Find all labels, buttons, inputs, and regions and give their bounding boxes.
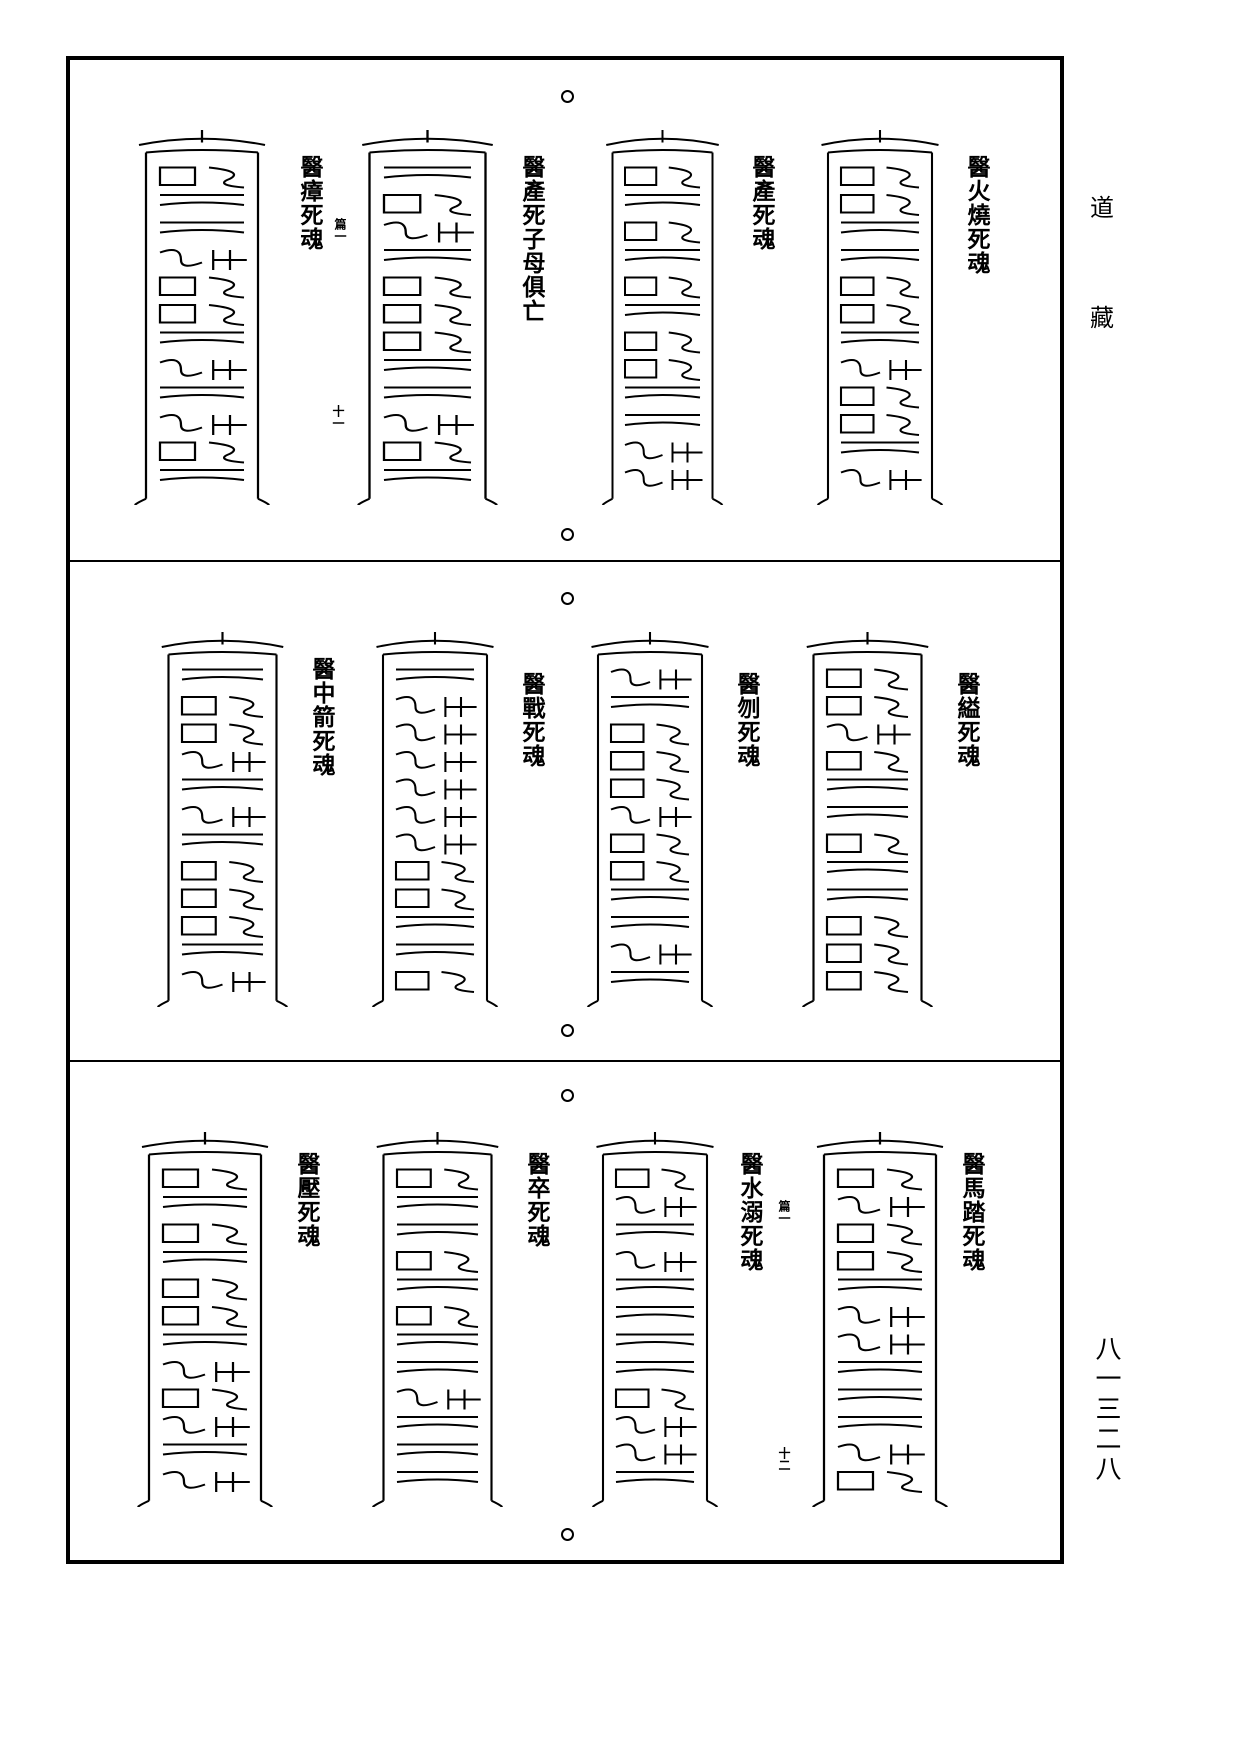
talisman-label: 醫戰死魂	[518, 672, 545, 768]
talisman-drawing	[370, 1132, 505, 1508]
page-frame: 醫火燒死魂 醫產死魂 醫產死子母俱亡 醫瘴死魂 篇一 十一 醫縊死魂 醫刎死魂 …	[66, 56, 1064, 1564]
talisman-drawing	[600, 130, 725, 506]
talisman-number: 十二	[777, 1447, 791, 1471]
talisman-label: 醫中箭死魂	[308, 657, 335, 777]
talisman-label: 醫縊死魂	[953, 672, 980, 768]
talisman-drawing	[355, 130, 500, 506]
circle-mark	[561, 528, 574, 541]
circle-mark	[561, 1528, 574, 1541]
talisman-drawing	[370, 632, 500, 1008]
page-number: 八一三二八	[1091, 1335, 1121, 1485]
margin-title-bottom: 藏	[1090, 304, 1114, 332]
talisman-label: 醫水溺死魂	[736, 1152, 763, 1272]
talisman-drawing	[590, 1132, 720, 1508]
talisman-drawing	[155, 632, 290, 1008]
talisman-drawing	[132, 130, 272, 506]
circle-mark	[561, 90, 574, 103]
talisman-label: 醫產死子母俱亡	[518, 155, 545, 323]
circle-mark	[561, 1024, 574, 1037]
talisman-drawing	[810, 1132, 950, 1508]
talisman-label: 醫馬踏死魂	[958, 1152, 985, 1272]
talisman-label: 醫刎死魂	[733, 672, 760, 768]
talisman-label: 醫火燒死魂	[963, 155, 990, 275]
talisman-label: 醫壓死魂	[293, 1152, 320, 1248]
talisman-note: 篇一	[333, 218, 347, 242]
talisman-note: 篇一	[777, 1200, 791, 1224]
talisman-panel-3: 醫馬踏死魂 醫水溺死魂 醫卒死魂 醫壓死魂 篇一 十二	[70, 1060, 1060, 1562]
talisman-label: 醫卒死魂	[523, 1152, 550, 1248]
talisman-drawing	[135, 1132, 275, 1508]
talisman-label: 醫產死魂	[748, 155, 775, 251]
circle-mark	[561, 592, 574, 605]
talisman-panel-1: 醫火燒死魂 醫產死魂 醫產死子母俱亡 醫瘴死魂 篇一 十一	[70, 60, 1060, 560]
talisman-drawing	[585, 632, 715, 1008]
talisman-label: 醫瘴死魂	[296, 155, 323, 251]
talisman-number: 十一	[331, 405, 345, 429]
talisman-drawing	[815, 130, 945, 506]
talisman-drawing	[800, 632, 935, 1008]
circle-mark	[561, 1089, 574, 1102]
talisman-panel-2: 醫縊死魂 醫刎死魂 醫戰死魂 醫中箭死魂	[70, 560, 1060, 1062]
margin-title-top: 道	[1090, 194, 1114, 222]
